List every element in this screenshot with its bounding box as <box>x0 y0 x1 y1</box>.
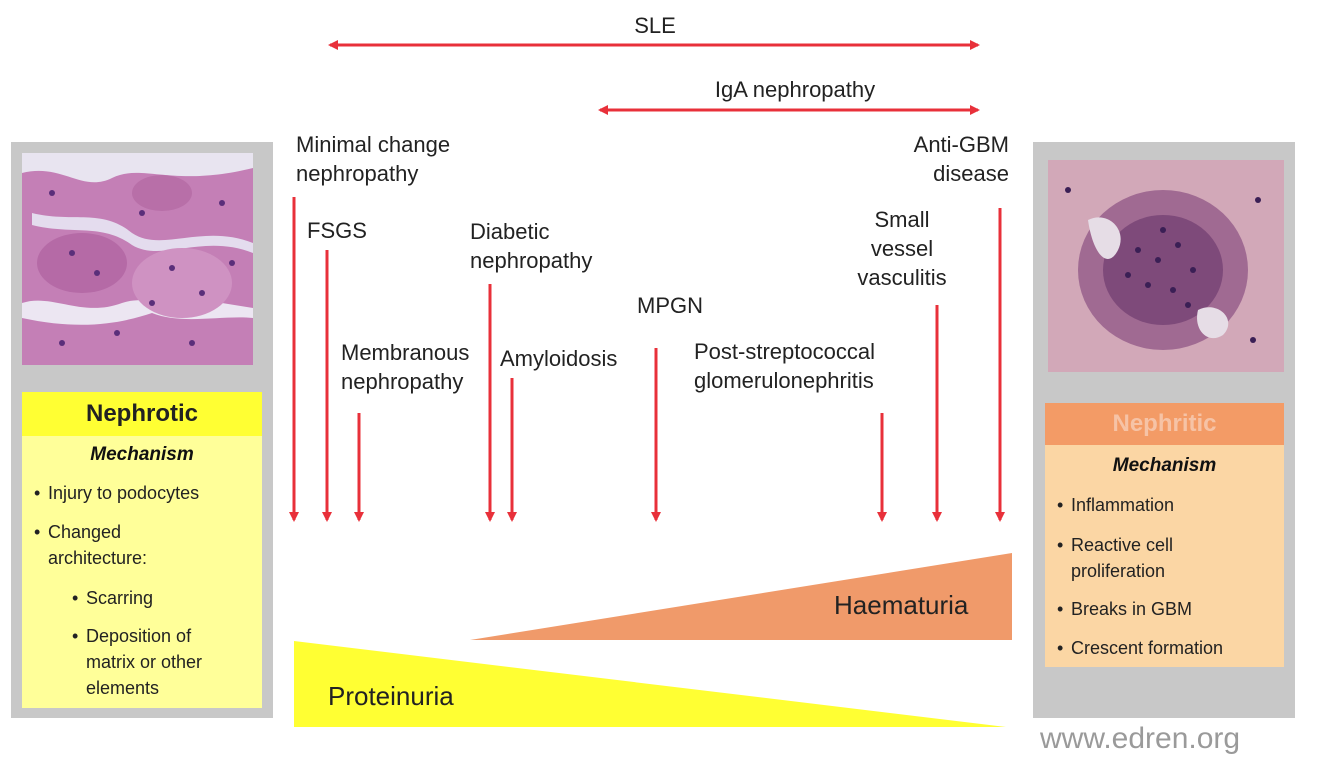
minimal-change-label: Minimal change nephropathy <box>296 132 451 186</box>
nephrotic-box: Nephrotic Mechanism •Injury to podocytes… <box>22 392 262 708</box>
nephrotic-bullet-2: •Changed architecture: <box>34 522 148 568</box>
proteinuria-wedge <box>294 641 1006 727</box>
watermark: www.edren.org <box>1040 722 1241 755</box>
nephrotic-micrograph <box>22 153 253 365</box>
nephrotic-title: Nephrotic <box>85 400 198 427</box>
diabetic-label: Diabetic nephropathy <box>470 219 593 273</box>
nephritic-mechanism-heading: Mechanism <box>1112 455 1217 476</box>
proteinuria-label: Proteinuria <box>328 681 454 711</box>
nephrotic-subbullet-2: •Deposition of matrix or other elements <box>72 626 203 698</box>
nephritic-bullet-3: •Breaks in GBM <box>1057 599 1193 619</box>
anti-gbm-label: Anti-GBM disease <box>913 132 1009 186</box>
small-vessel-label: Small vessel vasculitis <box>857 207 947 290</box>
sle-label: SLE <box>634 13 676 38</box>
iga-nephropathy-label: IgA nephropathy <box>714 77 876 102</box>
mpgn-label: MPGN <box>637 293 703 318</box>
post-strep-label: Post-streptococcal glomerulonephritis <box>694 339 875 393</box>
haematuria-wedge <box>470 553 1012 640</box>
nephrotic-mechanism-heading: Mechanism <box>90 444 194 465</box>
membranous-label: Membranous nephropathy <box>341 340 470 394</box>
amyloidosis-label: Amyloidosis <box>500 346 618 371</box>
nephritic-box: Nephritic Mechanism •Inflammation •React… <box>1045 403 1284 667</box>
nephritic-bullet-1: •Inflammation <box>1057 495 1175 515</box>
nephrotic-header: Nephrotic <box>22 392 262 436</box>
nephritic-micrograph-image <box>1048 160 1284 372</box>
nephrotic-bullet-1: •Injury to podocytes <box>34 483 200 503</box>
nephritic-header: Nephritic <box>1045 403 1284 445</box>
nephrotic-subbullet-1: •Scarring <box>72 588 154 608</box>
nephritic-title: Nephritic <box>1112 410 1217 437</box>
haematuria-label: Haematuria <box>834 590 969 620</box>
nephritic-micrograph <box>1048 160 1284 372</box>
nephrotic-micrograph-image <box>22 153 253 365</box>
nephritic-bullet-4: •Crescent formation <box>1057 638 1224 658</box>
nephritic-bullet-2: •Reactive cell proliferation <box>1057 535 1174 581</box>
fsgs-label: FSGS <box>307 218 367 243</box>
